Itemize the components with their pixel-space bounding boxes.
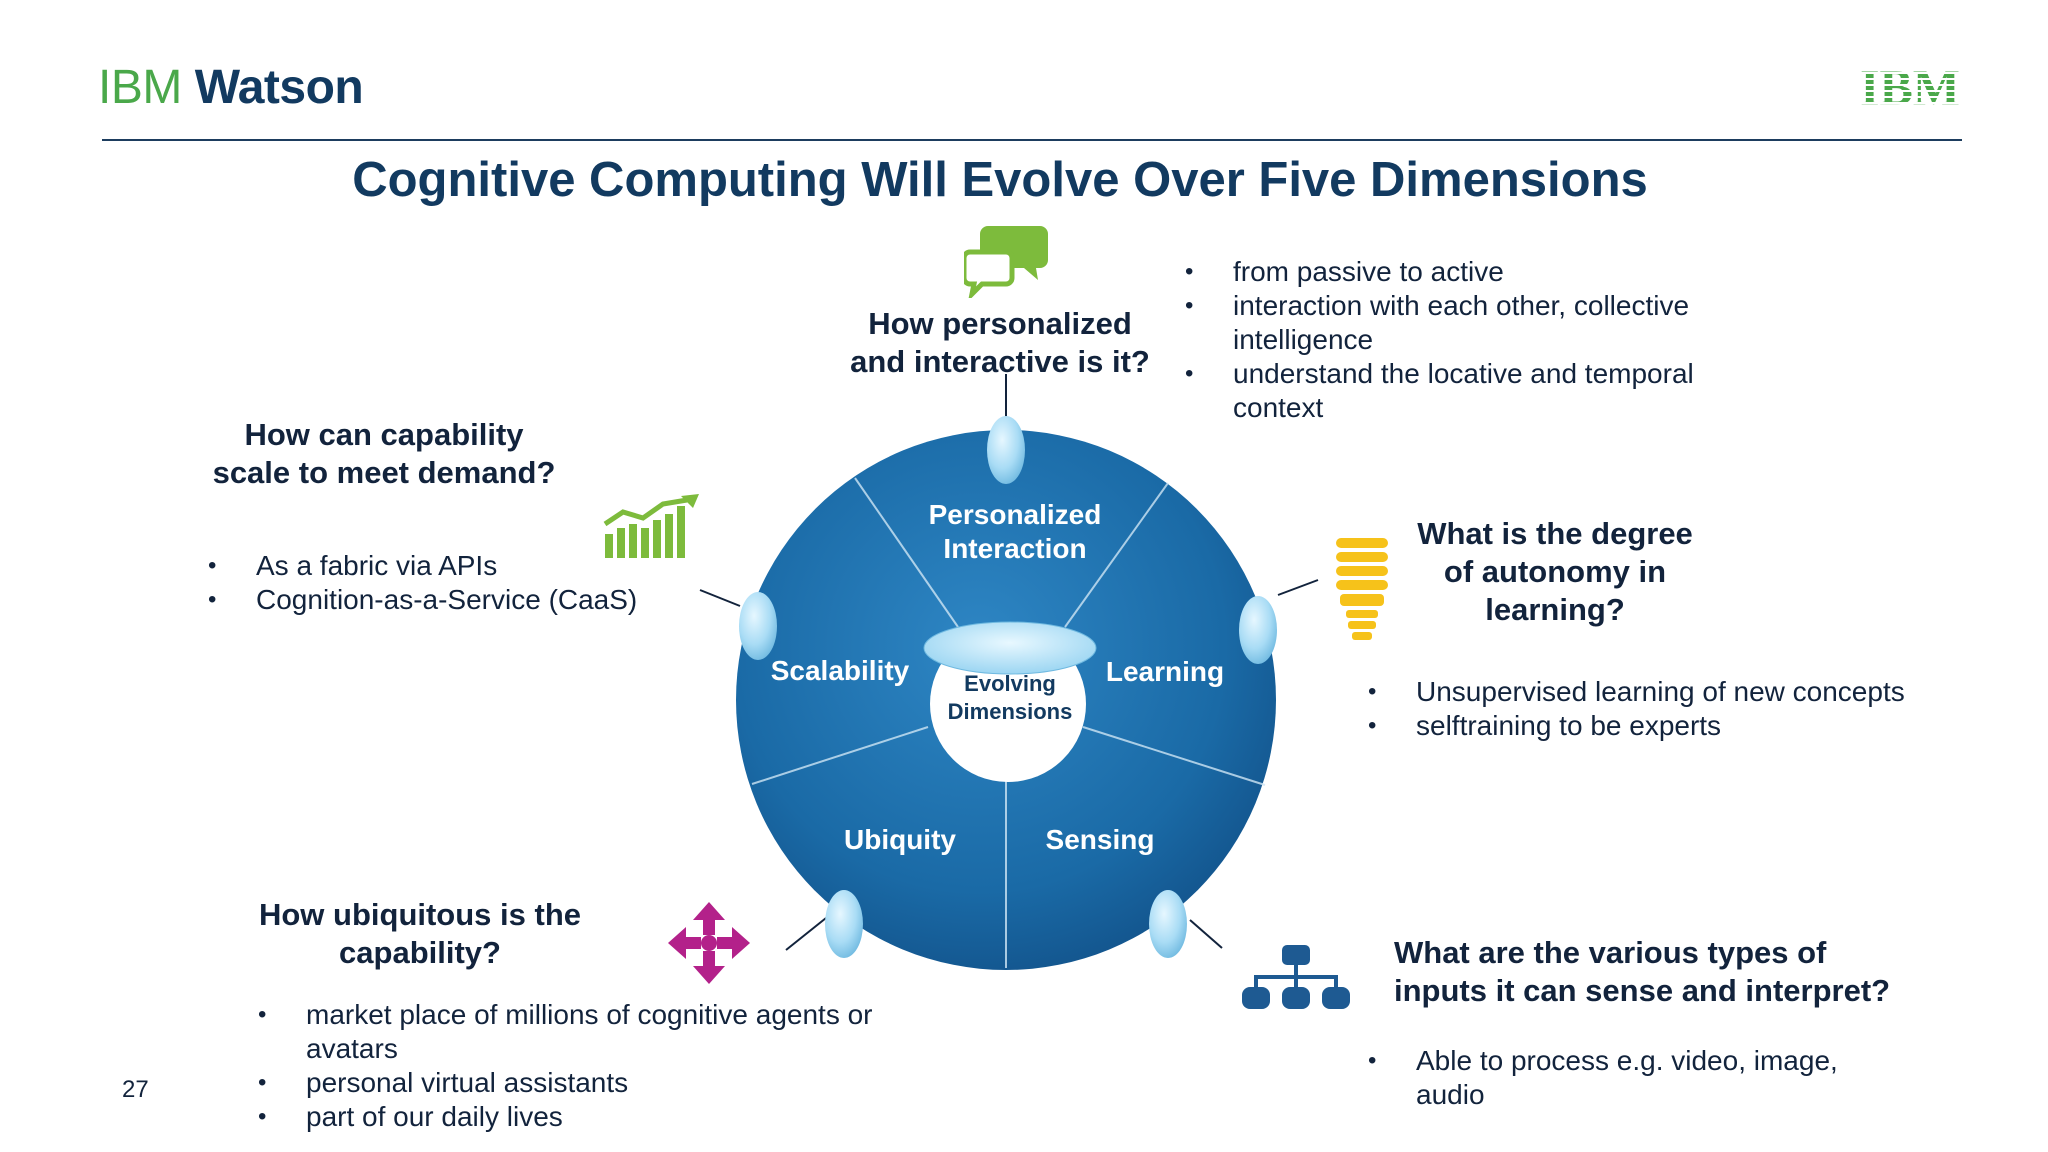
segment-divider xyxy=(854,477,959,628)
bullet-item: Able to process e.g. video, image, audio xyxy=(1368,1044,1888,1112)
center-label-line: Evolving xyxy=(964,671,1056,696)
knob-ubiquity xyxy=(825,890,863,958)
bullet-item: Unsupervised learning of new concepts xyxy=(1368,675,1928,709)
bullet-item: market place of millions of cognitive ag… xyxy=(258,998,878,1066)
lightbulb-icon xyxy=(1336,538,1388,640)
connector-line xyxy=(699,589,741,607)
growth-chart-icon xyxy=(603,494,699,558)
knob-personalized xyxy=(987,416,1025,484)
bullet-item: understand the locative and temporal con… xyxy=(1185,357,1725,425)
connector-line xyxy=(1277,579,1319,596)
bullet-item: personal virtual assistants xyxy=(258,1066,878,1100)
knob-sensing xyxy=(1149,890,1187,958)
bullets-personalized: from passive to active interaction with … xyxy=(1185,255,1725,425)
hierarchy-icon xyxy=(1242,945,1350,1009)
segment-label-line: Interaction xyxy=(943,533,1087,564)
bullets-sensing: Able to process e.g. video, image, audio xyxy=(1368,1044,1888,1112)
question-line: How personalized xyxy=(868,306,1132,341)
question-ubiquity: How ubiquitous is the capability? xyxy=(240,896,600,972)
segment-label-sensing: Sensing xyxy=(1045,824,1155,855)
question-line: capability? xyxy=(339,935,501,970)
question-line: How ubiquitous is the xyxy=(258,897,582,932)
question-line: scale to meet demand? xyxy=(212,455,556,490)
bullets-ubiquity: market place of millions of cognitive ag… xyxy=(258,998,878,1134)
question-scalability: How can capability scale to meet demand? xyxy=(184,416,584,492)
question-line: learning? xyxy=(1485,592,1625,627)
question-line: What is the degree xyxy=(1417,516,1693,551)
question-line: inputs it can sense and interpret? xyxy=(1394,973,1891,1008)
bullet-item: As a fabric via APIs xyxy=(208,549,668,583)
chat-bubbles-icon xyxy=(964,226,1048,298)
knob-scalability xyxy=(739,592,777,660)
question-line: How can capability xyxy=(244,417,524,452)
knob-learning xyxy=(1239,596,1277,664)
question-line: and interactive is it? xyxy=(850,344,1150,379)
segment-label-line: Personalized xyxy=(928,499,1102,530)
ibm-logo-text: IBM xyxy=(1860,62,1960,108)
bullets-learning: Unsupervised learning of new concepts se… xyxy=(1368,675,1928,743)
segment-label-scalability: Scalability xyxy=(770,655,910,686)
segment-label-ubiquity: Ubiquity xyxy=(844,824,956,855)
segment-label-personalized: Personalized Interaction xyxy=(915,498,1115,566)
question-sensing: What are the various types of inputs it … xyxy=(1394,934,1954,1010)
move-arrows-icon xyxy=(668,902,750,984)
brand-watson: Watson xyxy=(194,61,364,114)
connector-line xyxy=(785,917,827,951)
header-divider xyxy=(102,139,1962,141)
center-label-line: Dimensions xyxy=(947,699,1073,724)
connector-line xyxy=(1189,919,1223,949)
question-line: of autonomy in xyxy=(1443,554,1667,589)
segment-divider xyxy=(751,726,929,785)
bullet-item: interaction with each other, collective … xyxy=(1185,289,1725,357)
bullet-item: from passive to active xyxy=(1185,255,1725,289)
bullets-scalability: As a fabric via APIs Cognition-as-a-Serv… xyxy=(208,549,668,617)
slide-title: Cognitive Computing Will Evolve Over Fiv… xyxy=(352,153,1648,207)
bullet-item: Cognition-as-a-Service (CaaS) xyxy=(208,583,668,617)
brand-wordmark: IBM Watson xyxy=(98,60,364,115)
wheel-hub xyxy=(923,621,1097,675)
page-number: 27 xyxy=(122,1076,149,1103)
brand-ibm: IBM xyxy=(98,61,182,114)
question-line: What are the various types of xyxy=(1394,935,1827,970)
segment-divider xyxy=(1064,482,1169,628)
question-learning: What is the degree of autonomy in learni… xyxy=(1400,515,1710,629)
question-personalized: How personalized and interactive is it? xyxy=(820,305,1180,381)
segment-divider xyxy=(1082,726,1266,786)
wheel-center-label: Evolving Dimensions xyxy=(930,670,1090,726)
bullet-item: part of our daily lives xyxy=(258,1100,878,1134)
bullet-item: selftraining to be experts xyxy=(1368,709,1928,743)
ibm-logo: IBM xyxy=(1860,62,1960,108)
segment-label-learning: Learning xyxy=(1105,656,1225,687)
